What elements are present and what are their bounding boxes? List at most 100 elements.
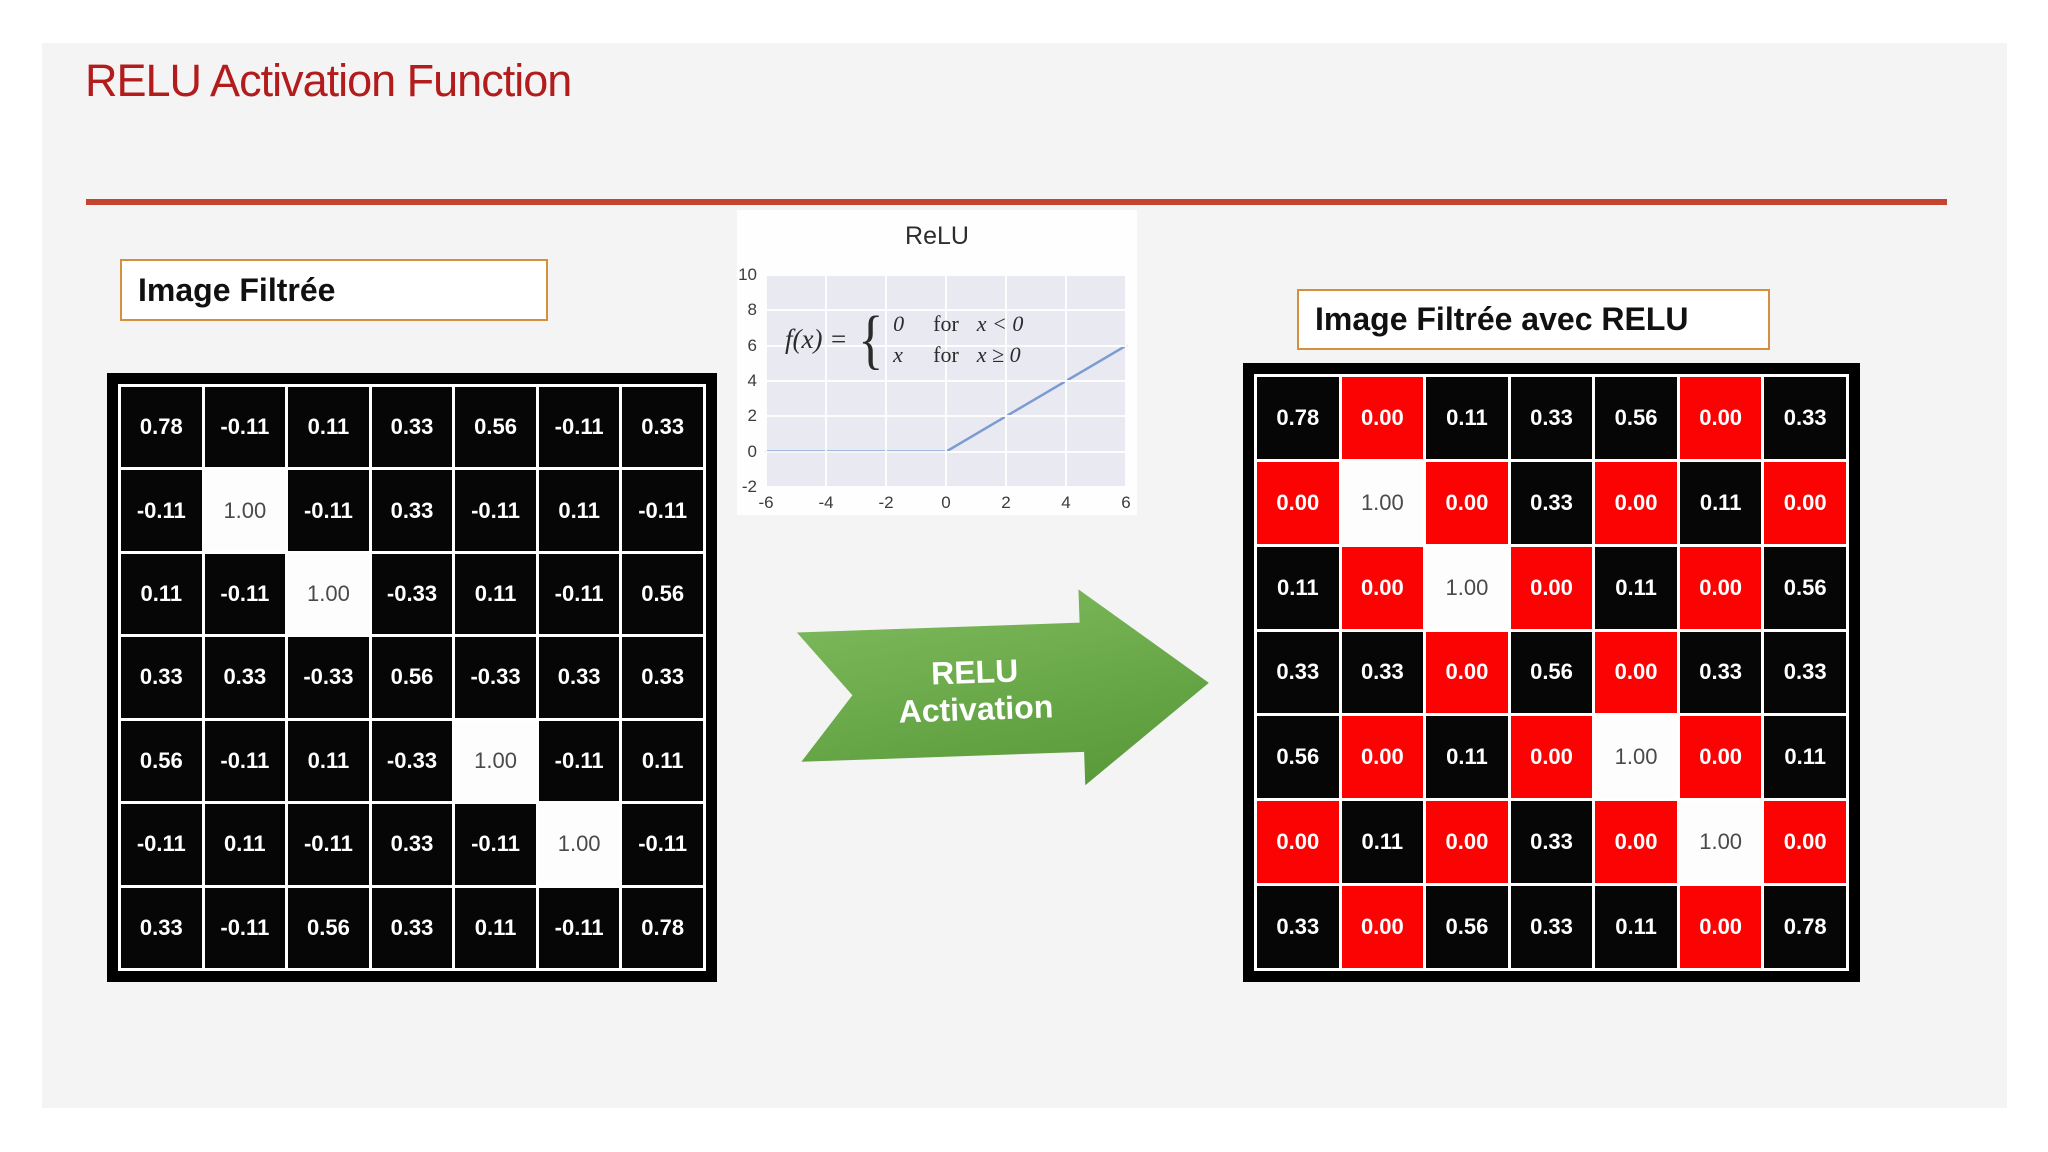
matrix-cell: -0.11	[204, 387, 286, 468]
matrix-cell: -0.33	[455, 637, 536, 718]
gridline-vertical	[1125, 275, 1127, 487]
formula-case-1: 0 for x < 0	[893, 310, 1023, 339]
matrix-cell: 0.00	[1679, 886, 1762, 968]
matrix-cell: 0.56	[1595, 377, 1677, 459]
matrix-cell: 0.11	[121, 553, 202, 635]
matrix-cell: 0.56	[1510, 631, 1593, 714]
matrix-cell: 0.56	[1257, 716, 1339, 799]
matrix-cell: 0.00	[1595, 801, 1677, 884]
relu-image-label: Image Filtrée avec RELU	[1315, 301, 1689, 337]
gridline-horizontal	[766, 344, 1126, 347]
matrix-cell: 0.00	[1510, 716, 1593, 799]
matrix-cell: 0.11	[455, 887, 536, 968]
matrix-cell: -0.11	[538, 387, 620, 468]
matrix-cell: 0.00	[1257, 801, 1339, 884]
matrix-cell: 0.00	[1257, 461, 1339, 544]
gridline-horizontal	[766, 274, 1126, 276]
matrix-cell: -0.11	[121, 470, 202, 551]
matrix-cell: 0.33	[1510, 461, 1593, 544]
title-divider	[86, 199, 1947, 205]
matrix-cell: 0.11	[1679, 461, 1762, 544]
x-tick-label: 6	[1121, 493, 1131, 512]
formula-lhs: f(x) =	[785, 324, 848, 355]
matrix-cell: 0.33	[371, 887, 453, 968]
y-tick-label: 6	[747, 335, 757, 355]
matrix-cell: 0.33	[538, 637, 620, 718]
matrix-cell: 0.00	[1426, 461, 1508, 544]
x-tick-label: 0	[941, 493, 951, 512]
x-tick-label: 2	[1001, 493, 1011, 512]
matrix-cell: 0.56	[455, 387, 536, 468]
matrix-cell: 0.00	[1764, 801, 1846, 884]
matrix-cell: 0.78	[622, 887, 703, 968]
matrix-cell: 0.33	[371, 387, 453, 468]
matrix-cell: 1.00	[1426, 546, 1508, 629]
matrix-cell: 0.33	[121, 887, 202, 968]
matrix-cell: -0.11	[455, 804, 536, 885]
matrix-cell: 0.00	[1426, 631, 1508, 714]
relu-image-label-box: Image Filtrée avec RELU	[1297, 289, 1770, 350]
matrix-cell: 1.00	[1595, 716, 1677, 799]
matrix-cell: 0.33	[622, 637, 703, 718]
matrix-cell: 0.33	[1764, 377, 1846, 459]
matrix-cell: -0.33	[371, 720, 453, 802]
matrix-cell: 0.33	[371, 804, 453, 885]
matrix-cell: 0.11	[1764, 716, 1846, 799]
gridline-horizontal	[766, 486, 1126, 488]
matrix-cell: -0.11	[204, 720, 286, 802]
matrix-cell: 0.00	[1510, 546, 1593, 629]
matrix-cell: 0.33	[1679, 631, 1762, 714]
y-tick-label: 4	[747, 371, 757, 390]
matrix-cell: -0.11	[455, 470, 536, 551]
case-2-condition: x ≥ 0	[976, 341, 1021, 367]
matrix-cell: 0.00	[1595, 461, 1677, 544]
case-1-keyword: for	[933, 311, 959, 336]
matrix-cell: -0.11	[538, 887, 620, 968]
gridline-horizontal	[766, 450, 1126, 453]
matrix-cell: 0.11	[455, 553, 536, 635]
matrix-cell: 1.00	[288, 553, 369, 635]
matrix-cell: 0.78	[1764, 886, 1846, 968]
filtered-image-label-box: Image Filtrée	[120, 259, 548, 321]
matrix-cell: 0.56	[1764, 546, 1846, 629]
matrix-cell: 0.00	[1341, 716, 1424, 799]
y-tick-label: 0	[747, 441, 757, 461]
matrix-cell: 0.33	[1510, 801, 1593, 884]
matrix-cell: 0.56	[121, 720, 202, 802]
matrix-cell: 1.00	[1341, 461, 1424, 544]
matrix-cell: 0.33	[1764, 631, 1846, 714]
matrix-cell: 0.33	[1257, 631, 1339, 714]
matrix-cell: 0.11	[288, 387, 369, 468]
matrix-cell: 0.11	[1595, 546, 1677, 629]
y-tick-label: 2	[747, 406, 757, 426]
x-tick-label: 4	[1061, 493, 1071, 512]
matrix-cell: -0.33	[288, 637, 369, 718]
matrix-cell: 0.00	[1426, 801, 1508, 884]
matrix-cell: -0.11	[121, 804, 202, 885]
relu-activation-arrow-label: RELU Activation	[898, 652, 1054, 730]
y-tick-label: 8	[747, 300, 757, 320]
matrix-cell: 0.33	[1510, 886, 1593, 968]
formula-brace: {	[858, 302, 884, 376]
matrix-cell: -0.11	[204, 887, 286, 968]
matrix-cell: -0.11	[622, 470, 703, 551]
matrix-cell: -0.11	[538, 720, 620, 802]
formula-cases: 0 for x < 0 x for x ≥ 0	[893, 310, 1023, 369]
matrix-cell: -0.11	[204, 553, 286, 635]
matrix-cell: -0.11	[288, 804, 369, 885]
matrix-cell: 1.00	[204, 470, 286, 551]
matrix-cell: 0.78	[1257, 377, 1339, 459]
matrix-cell: 0.33	[1510, 377, 1593, 459]
matrix-cell: 0.00	[1595, 631, 1677, 714]
matrix-cell: 0.11	[204, 804, 286, 885]
matrix-cell: 0.78	[121, 387, 202, 468]
case-2-keyword: for	[933, 341, 959, 367]
matrix-cell: 0.33	[1341, 631, 1424, 714]
gridline-horizontal	[766, 380, 1126, 382]
matrix-cell: 0.33	[121, 637, 202, 718]
